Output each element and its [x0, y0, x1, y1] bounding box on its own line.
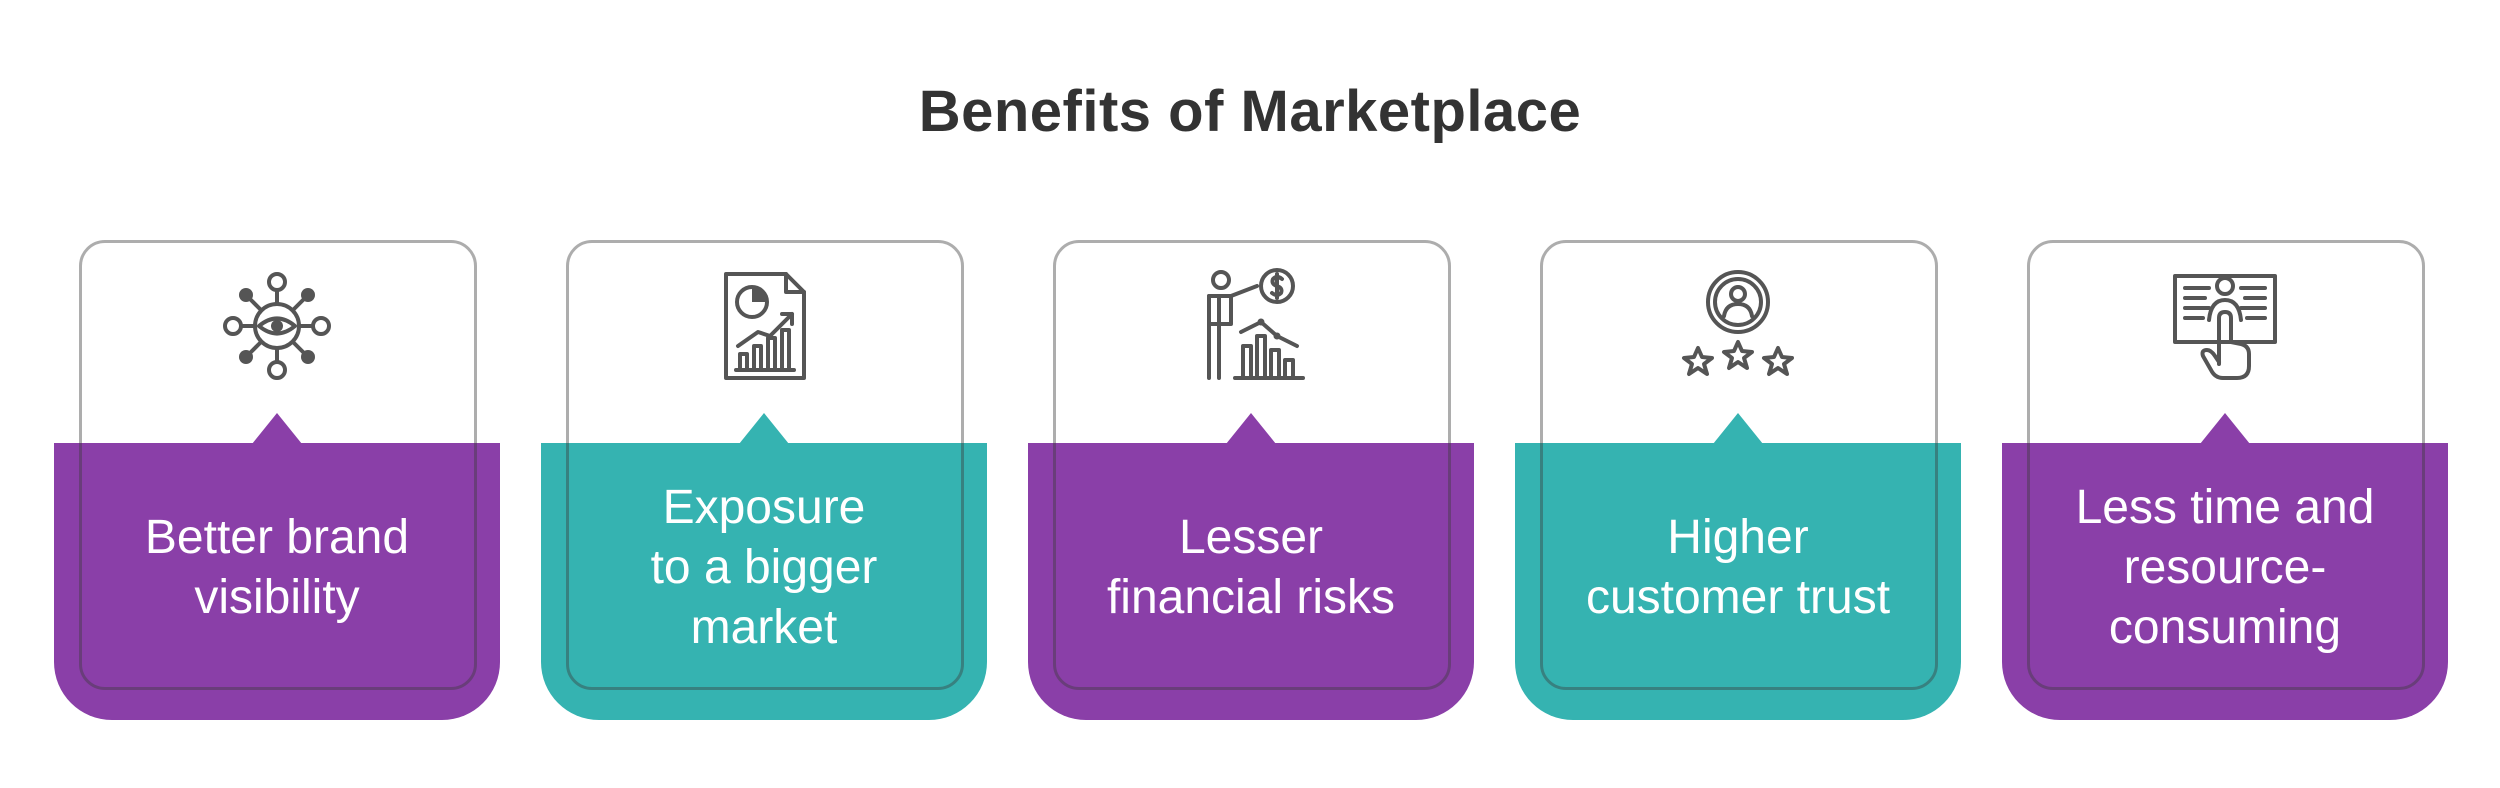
eye-network-icon [223, 272, 331, 380]
card-color-panel [1515, 443, 1961, 720]
card-frame [2027, 240, 2425, 690]
benefit-card-less-time: Less time and resource- consuming [2002, 236, 2448, 720]
card-frame [1540, 240, 1938, 690]
card-label: Exposure to a bigger market [650, 481, 878, 654]
benefit-card-financial-risks: Lesser financial risks [1028, 236, 1474, 720]
card-frame [1053, 240, 1451, 690]
card-color-panel [2002, 443, 2448, 720]
card-notch [1713, 413, 1763, 444]
page-title: Benefits of Marketplace [918, 79, 1582, 144]
card-label: Less time and resource- consuming [2075, 481, 2375, 654]
card-frame [566, 240, 964, 690]
card-label: Lesser financial risks [1106, 511, 1396, 624]
customer-rating-icon [1682, 270, 1794, 376]
card-color-panel [54, 443, 500, 720]
growth-report-icon [724, 272, 806, 380]
benefit-card-bigger-market: Exposure to a bigger market [541, 236, 987, 720]
card-notch [739, 413, 789, 444]
card-color-panel [1028, 443, 1474, 720]
card-frame [79, 240, 477, 690]
card-label: Higher customer trust [1585, 511, 1891, 624]
finance-presenter-icon [1207, 268, 1305, 380]
card-notch [252, 413, 302, 444]
card-notch [2200, 413, 2250, 444]
card-color-panel [541, 443, 987, 720]
benefit-card-customer-trust: Higher customer trust [1515, 236, 1961, 720]
user-touch-screen-icon [2173, 274, 2277, 380]
card-notch [1226, 413, 1276, 444]
benefit-card-brand-visibility: Better brand visibility [54, 236, 500, 720]
card-label: Better brand visibility [144, 511, 410, 624]
